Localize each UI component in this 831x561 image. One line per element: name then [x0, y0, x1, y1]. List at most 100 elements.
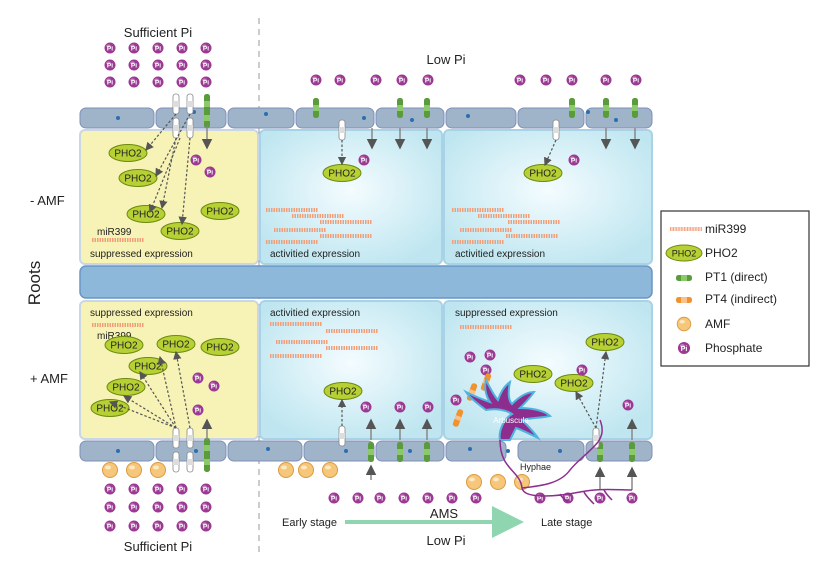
svg-text:Pi: Pi — [195, 408, 201, 415]
phosphate-marker: Pi — [576, 364, 588, 376]
phosphate-marker: Pi — [176, 42, 188, 54]
phosphate-marker: Pi — [152, 483, 164, 495]
pho2-marker: PHO2 — [108, 144, 148, 162]
transporter-inactive — [186, 93, 194, 115]
amf-spore — [150, 462, 166, 478]
low-pi-top-label: Low Pi — [426, 52, 465, 67]
svg-text:Pi: Pi — [179, 80, 185, 87]
transporter-inactive — [172, 451, 180, 473]
svg-text:Pi: Pi — [543, 78, 549, 85]
phosphate-marker: Pi — [152, 76, 164, 88]
legend-label-pho2: PHO2 — [705, 246, 738, 260]
transporter-inactive — [338, 119, 346, 141]
svg-text:Pi: Pi — [473, 496, 479, 503]
phosphate-marker: Pi — [568, 154, 580, 166]
svg-text:Pi: Pi — [517, 78, 523, 85]
caption-bottom-left: suppressed expression — [90, 308, 193, 319]
phosphate-marker: Pi — [594, 492, 606, 504]
phosphate-marker: Pi — [152, 520, 164, 532]
svg-text:Pi: Pi — [425, 78, 431, 85]
pho2-marker: PHO2 — [585, 333, 625, 351]
svg-text:Pi: Pi — [155, 63, 161, 70]
svg-text:PHO2: PHO2 — [132, 210, 160, 221]
svg-text:Pi: Pi — [203, 80, 209, 87]
pho2-marker: PHO2 — [160, 222, 200, 240]
sufficient-pi-top-label: Sufficient Pi — [124, 25, 193, 40]
phosphate-marker: Pi — [566, 74, 578, 86]
amf-icon — [676, 316, 692, 332]
svg-text:Pi: Pi — [399, 78, 405, 85]
phosphate-marker: Pi — [396, 74, 408, 86]
cell-bottom-left — [79, 300, 259, 440]
transporter-inactive — [172, 427, 180, 449]
svg-text:PHO2: PHO2 — [166, 227, 194, 238]
pt1-transporter — [569, 98, 575, 118]
phosphate-marker: Pi — [192, 404, 204, 416]
svg-text:Pi: Pi — [203, 487, 209, 494]
phosphate-icon — [677, 341, 691, 355]
svg-text:Pi: Pi — [453, 398, 459, 405]
svg-text:PHO2: PHO2 — [206, 207, 234, 218]
amf-spore — [102, 462, 118, 478]
svg-text:Pi: Pi — [179, 487, 185, 494]
svg-text:Pi: Pi — [107, 46, 113, 53]
amf-spore — [126, 462, 142, 478]
roots-label: Roots — [25, 261, 44, 305]
svg-text:Pi: Pi — [131, 487, 137, 494]
svg-text:Pi: Pi — [579, 368, 585, 375]
amf-spore — [466, 474, 482, 490]
svg-text:PHO2: PHO2 — [112, 383, 140, 394]
phosphate-marker: Pi — [104, 501, 116, 513]
svg-text:Pi: Pi — [131, 80, 137, 87]
pho2-marker: PHO2 — [323, 382, 363, 400]
legend-label-pt4: PT4 (indirect) — [705, 292, 777, 306]
mir399-label-top: miR399 — [97, 227, 132, 238]
svg-text:Pi: Pi — [179, 524, 185, 531]
svg-text:Pi: Pi — [377, 496, 383, 503]
svg-text:Pi: Pi — [179, 505, 185, 512]
pho2-marker: PHO2 — [104, 336, 144, 354]
phosphate-marker: Pi — [310, 74, 322, 86]
flow-arrow — [108, 400, 177, 429]
transporter-inactive — [186, 117, 194, 139]
svg-text:Pi: Pi — [425, 405, 431, 412]
svg-text:PHO2: PHO2 — [672, 249, 697, 259]
phosphate-marker: Pi — [104, 483, 116, 495]
phosphate-marker: Pi — [514, 74, 526, 86]
pt1-transporter — [204, 452, 210, 472]
svg-text:Pi: Pi — [203, 505, 209, 512]
phosphate-marker: Pi — [176, 76, 188, 88]
svg-text:Pi: Pi — [313, 78, 319, 85]
svg-text:Pi: Pi — [331, 496, 337, 503]
legend-label-mir399: miR399 — [705, 222, 747, 236]
svg-text:Pi: Pi — [487, 353, 493, 360]
phosphate-marker: Pi — [562, 492, 574, 504]
svg-text:Pi: Pi — [131, 63, 137, 70]
late-stage-label: Late stage — [541, 517, 592, 529]
pt1-transporter — [629, 442, 635, 462]
svg-text:Pi: Pi — [565, 496, 571, 503]
svg-text:Pi: Pi — [155, 524, 161, 531]
flow-arrow — [122, 395, 177, 429]
phosphate-marker: Pi — [176, 59, 188, 71]
phosphate-marker: Pi — [104, 42, 116, 54]
transporter-inactive — [186, 451, 194, 473]
transporter-inactive — [172, 93, 180, 115]
svg-text:Pi: Pi — [373, 78, 379, 85]
svg-text:Pi: Pi — [155, 80, 161, 87]
amf-spore — [278, 462, 294, 478]
svg-text:Pi: Pi — [467, 355, 473, 362]
flow-arrow — [159, 137, 177, 210]
early-stage-label: Early stage — [282, 517, 337, 529]
pho2-marker: PHO2 — [126, 205, 166, 223]
phosphate-marker: Pi — [600, 74, 612, 86]
phosphate-marker: Pi — [534, 492, 546, 504]
svg-text:PHO2: PHO2 — [124, 174, 152, 185]
phosphate-marker: Pi — [200, 76, 212, 88]
svg-text:Pi: Pi — [203, 46, 209, 53]
phosphate-marker: Pi — [484, 349, 496, 361]
phosphate-marker: Pi — [128, 520, 140, 532]
phosphate-marker: Pi — [398, 492, 410, 504]
svg-text:Pi: Pi — [131, 524, 137, 531]
flow-arrow — [155, 113, 191, 178]
